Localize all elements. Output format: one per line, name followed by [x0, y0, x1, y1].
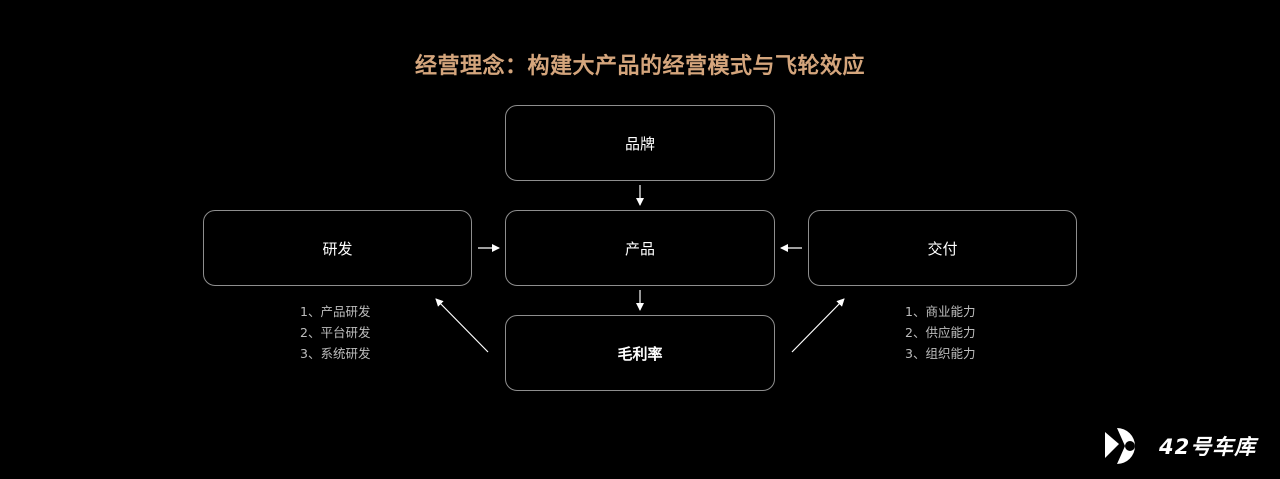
node-brand: 品牌	[505, 105, 775, 181]
node-rd-label: 研发	[322, 239, 353, 258]
node-margin-label: 毛利率	[617, 344, 663, 363]
page-title: 经营理念：构建大产品的经营模式与飞轮效应	[414, 54, 865, 79]
node-product: 产品	[505, 210, 775, 286]
rd-list: 1、产品研发 2、平台研发 3、系统研发	[300, 301, 370, 364]
delivery-list: 1、商业能力 2、供应能力 3、组织能力	[905, 301, 975, 364]
logo-text: 42号车库	[1159, 435, 1257, 459]
logo-mark-icon	[1105, 428, 1135, 464]
node-delivery: 交付	[808, 210, 1077, 286]
rd-list-item: 3、系统研发	[300, 346, 371, 361]
rd-list-item: 2、平台研发	[300, 325, 371, 340]
rd-list-item: 1、产品研发	[300, 304, 371, 319]
arrow-margin-to-delivery	[791, 298, 845, 353]
delivery-list-item: 2、供应能力	[905, 325, 976, 340]
node-delivery-label: 交付	[927, 239, 958, 258]
delivery-list-item: 1、商业能力	[905, 304, 976, 319]
node-margin: 毛利率	[505, 315, 775, 391]
delivery-list-item: 3、组织能力	[905, 346, 976, 361]
brand-logo: 42号车库	[1103, 424, 1263, 468]
node-product-label: 产品	[624, 239, 655, 258]
arrow-margin-to-rd	[435, 298, 489, 353]
node-brand-label: 品牌	[624, 134, 655, 153]
node-rd: 研发	[203, 210, 472, 286]
